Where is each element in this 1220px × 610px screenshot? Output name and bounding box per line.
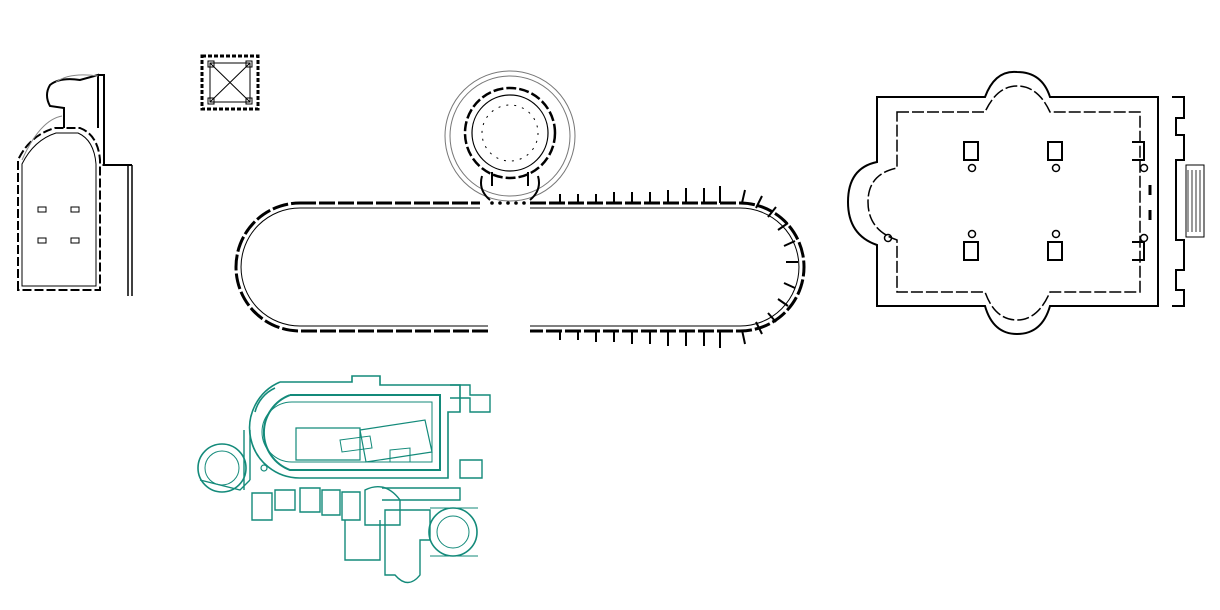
basilica-church-plan [17, 73, 133, 296]
cruciform-church-plan [846, 70, 1205, 336]
rotunda-mausoleum-plan [444, 70, 576, 202]
palace-complex-plan [197, 375, 491, 584]
square-tower-plan [200, 54, 260, 111]
circus-stadium-plan [234, 186, 806, 348]
